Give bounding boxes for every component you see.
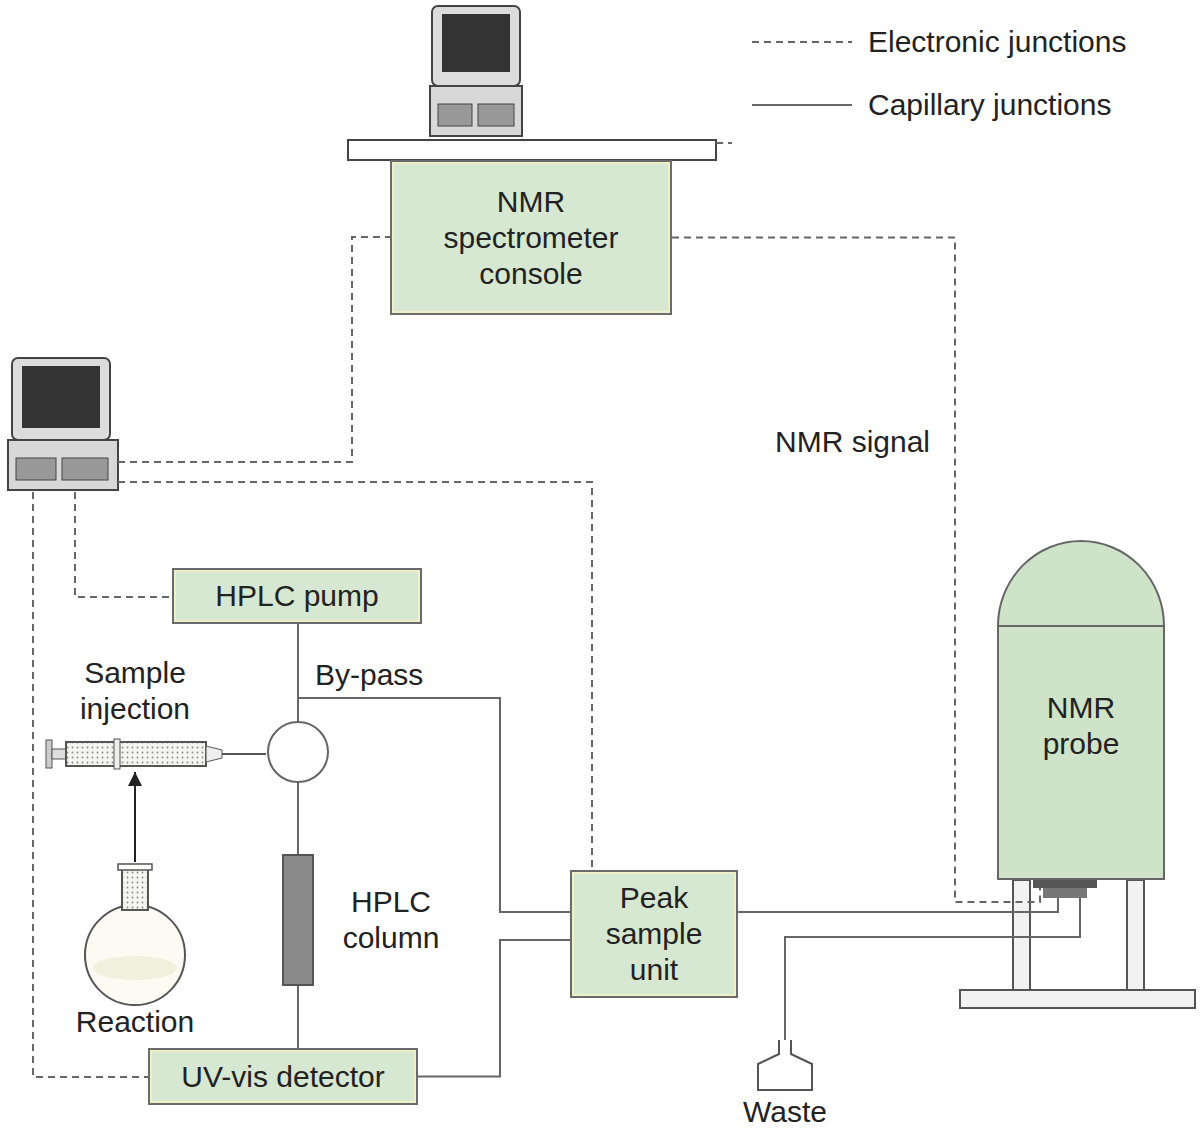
- syringe-tip: [206, 746, 222, 762]
- syringe-plunger: [52, 749, 66, 759]
- legend-label: Capillary junctions: [868, 87, 1111, 123]
- flask-node: Reaction: [70, 862, 200, 1040]
- syringe-needle: [222, 753, 266, 755]
- syringe-flange: [114, 739, 120, 769]
- flask-lip: [118, 864, 152, 870]
- drive-slot: [16, 458, 56, 480]
- monitor: [12, 358, 110, 440]
- capillary-line: [418, 940, 570, 1077]
- capillary-line: [785, 880, 1080, 1040]
- edge-label: By-pass: [312, 657, 426, 693]
- left-computer: [8, 358, 118, 490]
- node-label: NMR spectrometer console: [431, 184, 631, 292]
- process-box: NMR spectrometer console: [390, 160, 672, 315]
- node-label: HPLC pump: [215, 578, 378, 614]
- node-label: Sample injection: [65, 655, 205, 727]
- screen: [22, 366, 100, 428]
- capillary-line: [297, 985, 299, 1048]
- signal-line: [672, 238, 1040, 903]
- node-label: Peak sample unit: [594, 880, 714, 988]
- drive-slot: [62, 458, 108, 480]
- monitor: [432, 6, 520, 86]
- drive-slot: [438, 104, 472, 126]
- process-box: HPLC pump: [172, 568, 422, 624]
- waste-bottle: [758, 1040, 812, 1090]
- node-label: Waste: [735, 1094, 835, 1130]
- node-label: HPLC column: [331, 884, 451, 956]
- legend-row: Capillary junctions: [752, 87, 1111, 123]
- legend-sample: [752, 102, 852, 108]
- probe-fitting: [1043, 888, 1087, 898]
- magnet-seam: [998, 625, 1164, 627]
- capillary-line: [298, 624, 570, 912]
- drive-slot: [478, 104, 514, 126]
- top-computer: [430, 6, 522, 136]
- bottle-node: Waste: [735, 1040, 835, 1132]
- column-tube: [283, 855, 313, 985]
- electronic-wire: [75, 492, 172, 597]
- node-label: Reaction: [70, 1004, 200, 1040]
- syringe: [46, 739, 266, 769]
- probe-fitting: [1033, 880, 1097, 888]
- column-node: HPLC column: [283, 855, 451, 985]
- capillary-line: [134, 772, 136, 862]
- probe-stand: [960, 880, 1195, 1008]
- screen: [442, 14, 510, 72]
- legend-line: [752, 41, 852, 43]
- computer-base: [430, 86, 522, 136]
- flask: [85, 864, 185, 1005]
- edge-label: NMR signal: [772, 424, 933, 460]
- electronic-wire: [118, 237, 390, 462]
- magnet-body: [998, 541, 1164, 879]
- magnet-node: NMR probe: [997, 540, 1165, 880]
- node-label: UV-vis detector: [181, 1059, 384, 1095]
- computer-base: [8, 440, 118, 490]
- legend-row: Electronic junctions: [752, 24, 1126, 60]
- stand-leg: [1127, 880, 1144, 990]
- node-label: NMR probe: [1026, 690, 1136, 762]
- flask-neck: [122, 868, 148, 910]
- legend-sample: [752, 39, 852, 45]
- stand-leg: [1013, 880, 1030, 990]
- syringe-node: Sample injection: [45, 655, 270, 772]
- shelf: [348, 140, 716, 160]
- syringe-thumb: [46, 740, 52, 768]
- electronic-wires: [33, 143, 732, 1077]
- legend-label: Electronic junctions: [868, 24, 1126, 60]
- syringe-barrel: [66, 742, 206, 766]
- stand-base: [960, 990, 1195, 1008]
- electronic-wire: [118, 482, 592, 870]
- injection-valve: [268, 722, 328, 782]
- process-box: Peak sample unit: [570, 870, 738, 998]
- legend-line: [752, 104, 852, 106]
- flask-bulb: [85, 905, 185, 1005]
- capillary-line: [738, 880, 1058, 912]
- flask-liquid: [93, 956, 177, 980]
- electronic-wire: [716, 142, 732, 144]
- process-box: UV-vis detector: [148, 1048, 418, 1105]
